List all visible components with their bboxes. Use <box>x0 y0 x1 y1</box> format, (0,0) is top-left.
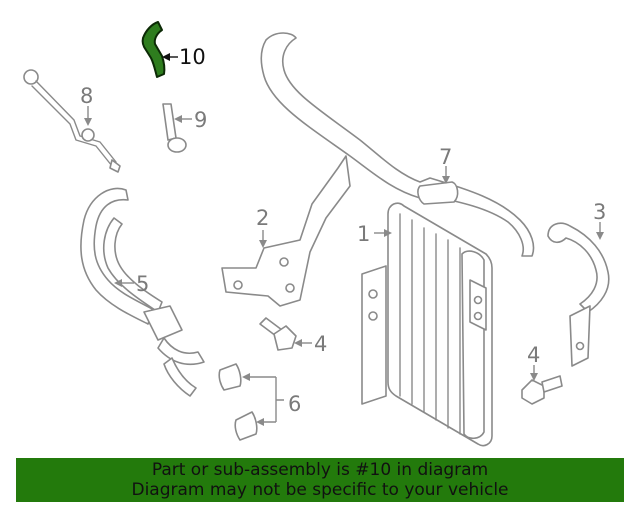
callout-4b-leader <box>530 365 538 381</box>
callout-1-leader <box>374 229 392 237</box>
banner-line-2: Diagram may not be specific to your vehi… <box>131 480 509 500</box>
part-2-bracket[interactable] <box>221 155 351 307</box>
callout-5[interactable]: 5 <box>136 272 149 296</box>
part-4-bolt-left[interactable] <box>259 317 297 351</box>
callout-3-leader <box>596 222 604 240</box>
callout-8-leader <box>84 106 92 126</box>
callout-2[interactable]: 2 <box>256 206 269 230</box>
callout-8[interactable]: 8 <box>80 84 93 108</box>
callout-6[interactable]: 6 <box>288 392 301 416</box>
part-1-oil-cooler[interactable] <box>361 202 493 447</box>
callout-10-leader <box>162 53 178 61</box>
part-4-bolt-right[interactable] <box>521 375 563 405</box>
callout-2-leader <box>259 230 267 248</box>
callout-4-right[interactable]: 4 <box>527 343 540 367</box>
part-7-hose[interactable] <box>260 32 535 257</box>
callout-7[interactable]: 7 <box>439 145 452 169</box>
callout-4a-leader <box>294 339 312 347</box>
part-3-hose[interactable] <box>547 222 610 367</box>
info-banner: Part or sub-assembly is #10 in diagram D… <box>16 458 624 502</box>
callout-10[interactable]: 10 <box>179 45 206 69</box>
banner-line-1: Part or sub-assembly is #10 in diagram <box>151 460 489 480</box>
part-8-rod[interactable] <box>23 69 121 173</box>
callout-6-leader <box>242 373 284 426</box>
callout-7-leader <box>442 166 450 184</box>
part-9-bracket[interactable] <box>162 103 187 153</box>
callout-4-left[interactable]: 4 <box>314 332 327 356</box>
part-10-hose[interactable] <box>141 21 166 78</box>
part-5-pipes[interactable] <box>80 187 205 397</box>
callout-9[interactable]: 9 <box>194 108 207 132</box>
callout-5-leader <box>114 279 134 287</box>
part-6-clamp-lower[interactable] <box>234 411 258 441</box>
callout-9-leader <box>174 115 192 123</box>
callout-1[interactable]: 1 <box>357 222 370 246</box>
part-6-clamp-upper[interactable] <box>218 363 242 391</box>
callout-3[interactable]: 3 <box>593 200 606 224</box>
